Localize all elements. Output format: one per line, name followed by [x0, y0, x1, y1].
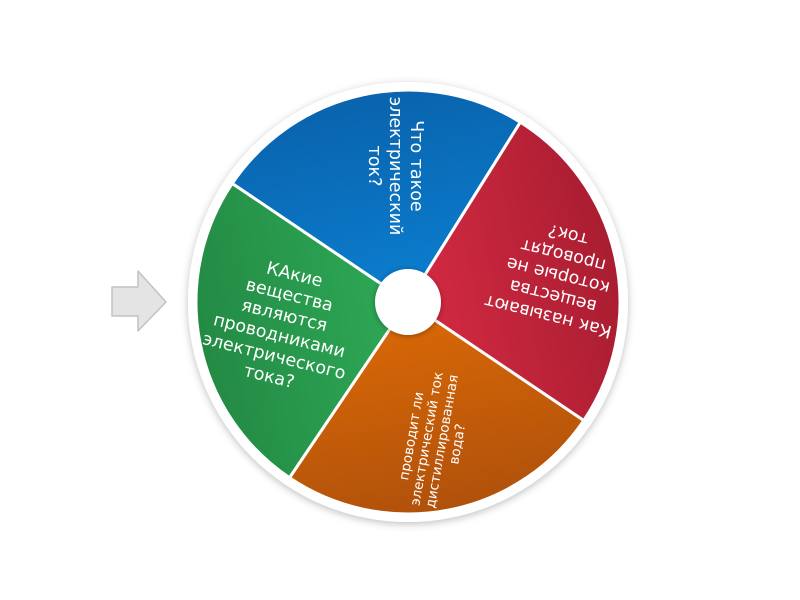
wheel-hub[interactable] — [375, 269, 441, 335]
sector-label-blue: Что такоеэлектрическийток? — [364, 97, 426, 236]
wheel-sectors[interactable]: Что такоеэлектрическийток?Как называютве… — [194, 88, 634, 516]
wheel-sector-red[interactable] — [405, 120, 622, 423]
sector-label-green: КАкиевеществаявляютсяпроводникамиэлектри… — [195, 248, 368, 405]
sector-label-line: электрический — [385, 97, 405, 236]
sector-label-line: ток? — [364, 146, 384, 187]
pointer-arrow — [111, 270, 167, 332]
sector-label-line: вода? — [446, 423, 469, 466]
wheel-sector-orange[interactable] — [287, 299, 586, 516]
wheel-sector-blue[interactable] — [230, 88, 523, 305]
sector-label-line: Что такое — [406, 120, 426, 211]
wheel-sector-green[interactable] — [194, 181, 411, 480]
